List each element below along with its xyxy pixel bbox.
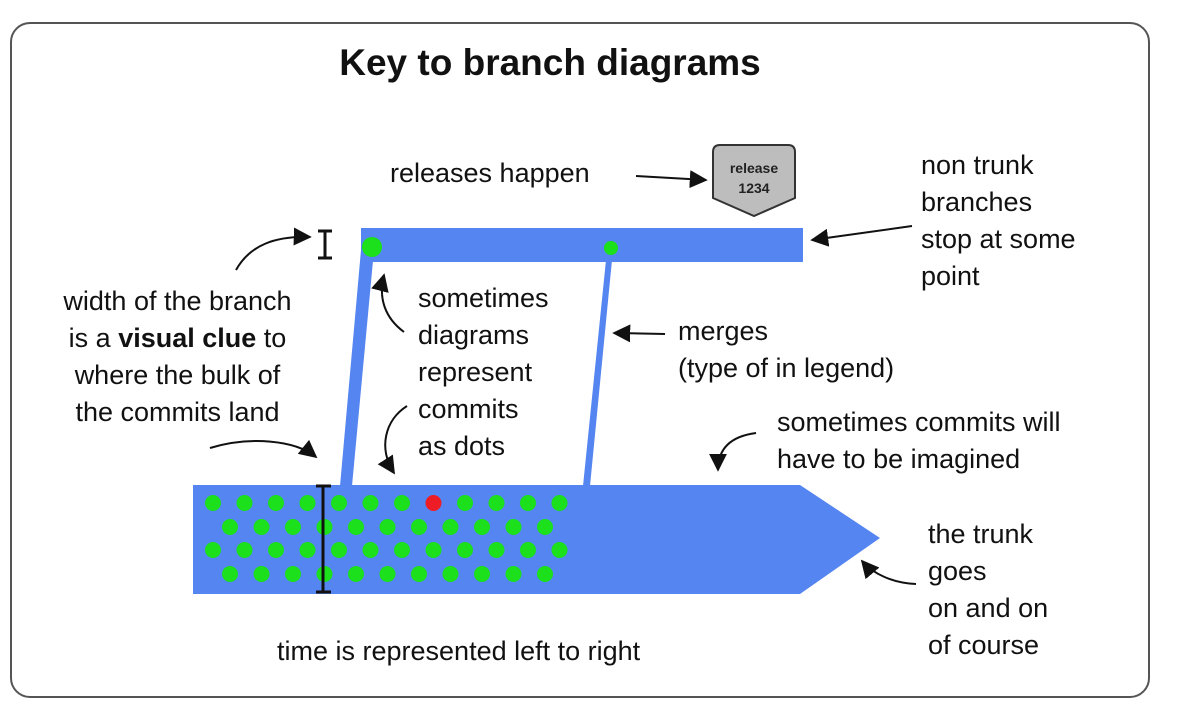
trunk-commit-dots — [205, 495, 568, 582]
trunk-commit-dot — [537, 519, 553, 535]
label-trunk-line: goes — [928, 556, 987, 586]
label-dots: sometimes diagrams represent commits as … — [418, 280, 549, 465]
label-non-trunk-line: point — [921, 261, 980, 291]
trunk-width-marker — [316, 484, 331, 594]
trunk-commit-dot — [442, 519, 459, 535]
label-merges: merges (type of in legend) — [678, 313, 894, 387]
trunk-commit-dot — [299, 542, 316, 558]
trunk-commit-dot — [268, 542, 284, 558]
label-releases: releases happen — [390, 158, 590, 188]
label-merges-line: (type of in legend) — [678, 353, 895, 383]
trunk-commit-dot — [488, 495, 505, 511]
label-non-trunk: non trunk branches stop at some point — [921, 147, 1076, 295]
release-tag: release 1234 — [712, 144, 796, 218]
label-width-line: is a visual clue to — [35, 320, 320, 357]
trunk-commit-dot — [442, 566, 459, 582]
trunk-commit-dot — [537, 566, 553, 582]
trunk-commit-dot — [551, 495, 568, 511]
arrow-dots-down — [377, 405, 408, 475]
arrow-trunk — [860, 559, 917, 585]
trunk-commit-dot — [253, 519, 270, 535]
trunk-commit-dot — [205, 495, 221, 511]
label-imagined-line: sometimes commits will — [777, 407, 1061, 437]
trunk-commit-dot — [551, 542, 568, 558]
arrow-merges — [612, 324, 666, 343]
trunk-commit-dot-highlight — [425, 495, 442, 511]
trunk-commit-dot — [394, 495, 410, 511]
label-trunk: the trunk goes on and on of course — [928, 516, 1048, 664]
label-width-line: where the bulk of — [74, 360, 281, 390]
trunk-commit-dot — [253, 566, 270, 582]
trunk-commit-dot — [394, 542, 410, 558]
trunk-commit-dot — [331, 542, 347, 558]
arrow-width-trunk — [209, 439, 318, 459]
label-imagined: sometimes commits will have to be imagin… — [777, 404, 1061, 478]
release-tag-line2: 1234 — [738, 180, 769, 196]
trunk-commit-dot — [222, 519, 238, 535]
trunk-commit-dot — [425, 542, 442, 558]
arrow-imagined — [709, 432, 757, 472]
arrow-non-trunk — [810, 225, 913, 247]
label-dots-line: as dots — [418, 431, 506, 461]
trunk-commit-dot — [331, 495, 347, 511]
label-width-line: the commits land — [75, 397, 280, 427]
label-non-trunk-line: non trunk — [921, 150, 1034, 180]
label-merges-line: merges — [678, 316, 769, 346]
label-trunk-line: on and on — [928, 593, 1049, 623]
trunk-commit-dot — [362, 542, 379, 558]
label-dots-line: commits — [418, 394, 519, 424]
trunk-commit-dot — [474, 519, 490, 535]
trunk-commit-dot — [285, 519, 301, 535]
trunk-commit-dot — [457, 542, 473, 558]
trunk-commit-dot — [411, 566, 427, 582]
branch-width-marker — [318, 229, 332, 260]
label-width: width of the branch is a visual clue to … — [35, 283, 320, 431]
label-width-bold: visual clue — [118, 323, 257, 353]
merge-connector — [583, 260, 612, 486]
label-width-post: to — [256, 323, 287, 353]
arrow-width-branch — [235, 227, 312, 271]
diagram-title: Key to branch diagrams — [339, 42, 761, 83]
trunk-commit-dot — [505, 519, 522, 535]
branch-connector — [340, 250, 374, 486]
label-non-trunk-line: stop at some — [921, 224, 1076, 254]
label-width-pre: is a — [68, 323, 119, 353]
trunk-commit-dot — [236, 495, 253, 511]
branch-commit-dot — [362, 237, 382, 257]
label-dots-line: diagrams — [418, 320, 530, 350]
trunk-commit-dot — [457, 495, 473, 511]
trunk-commit-dot — [205, 542, 221, 558]
branch-commit-dot — [604, 241, 618, 255]
label-trunk-line: of course — [928, 630, 1040, 660]
label-width-line: width of the branch — [63, 286, 292, 316]
trunk-commit-dot — [348, 566, 364, 582]
release-tag-line1: release — [730, 160, 778, 176]
arrow-dots-up — [371, 273, 405, 333]
trunk-commit-dot — [299, 495, 316, 511]
label-dots-line: sometimes — [418, 283, 549, 313]
trunk-commit-dot — [488, 542, 505, 558]
branch-bar — [361, 228, 803, 262]
trunk-commit-dot — [505, 566, 522, 582]
trunk-commit-dot — [222, 566, 238, 582]
trunk-commit-dot — [268, 495, 284, 511]
trunk-commit-dot — [348, 519, 364, 535]
arrow-releases — [635, 170, 708, 189]
trunk-commit-dot — [379, 566, 396, 582]
label-non-trunk-line: branches — [921, 187, 1033, 217]
trunk-commit-dot — [474, 566, 490, 582]
trunk-commit-dot — [520, 495, 536, 511]
trunk-commit-dot — [520, 542, 536, 558]
trunk-commit-dot — [362, 495, 379, 511]
label-dots-line: represent — [418, 357, 533, 387]
trunk-commit-dot — [411, 519, 427, 535]
trunk-shape — [193, 485, 880, 594]
trunk-commit-dot — [285, 566, 301, 582]
label-trunk-line: the trunk — [928, 519, 1034, 549]
trunk-commit-dot — [379, 519, 396, 535]
label-time: time is represented left to right — [277, 636, 641, 666]
trunk-commit-dot — [236, 542, 253, 558]
label-imagined-line: have to be imagined — [777, 444, 1021, 474]
